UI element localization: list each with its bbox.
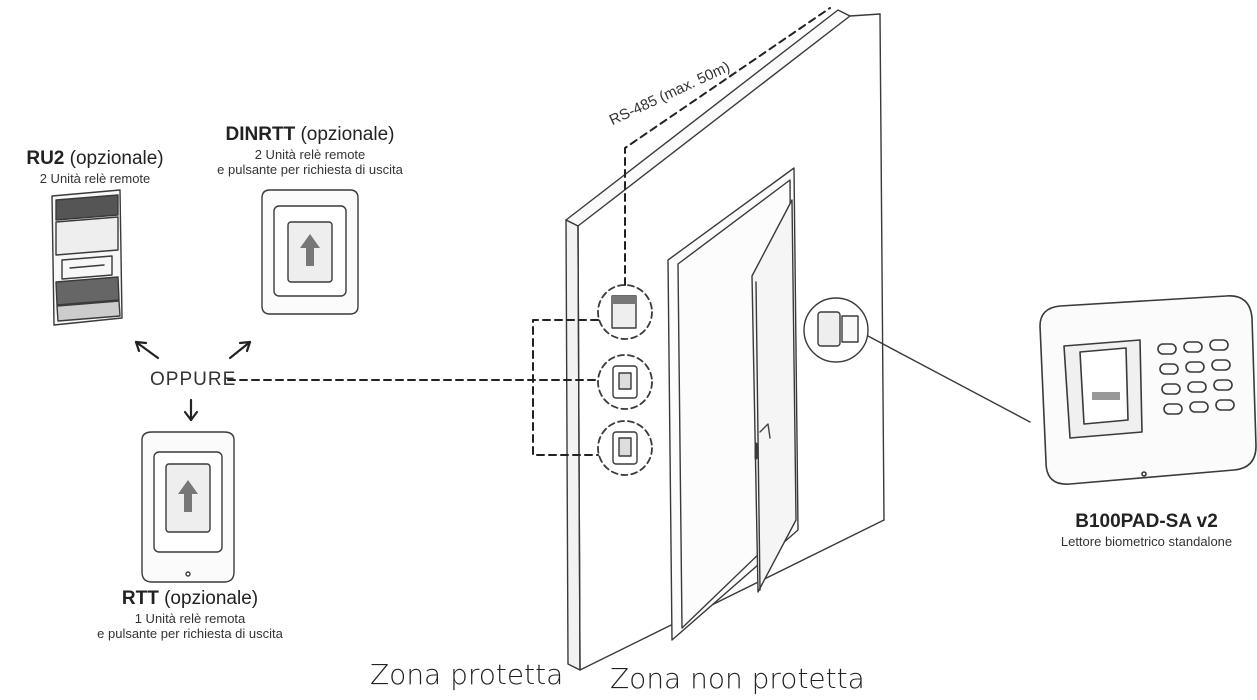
- rtt-description-line2: e pulsante per richiesta di uscita: [97, 626, 283, 642]
- dinrtt-label: DINRTT (opzionale) 2 Unità relè remote e…: [210, 124, 410, 178]
- zone-unprotected-label: Zona non protetta: [610, 662, 865, 695]
- zone-protected-label: Zona protetta: [370, 658, 564, 691]
- dinrtt-qualifier: (opzionale): [300, 124, 395, 145]
- rtt-name: RTT: [121, 588, 159, 609]
- dinrtt-name: DINRTT: [225, 124, 296, 145]
- rtt-device: [141, 431, 235, 583]
- keypad: [1157, 339, 1235, 415]
- ru2-label: RU2 (opzionale) 2 Unità relè remote: [20, 148, 170, 186]
- b100pad-description: Lettore biometrico standalone: [1060, 533, 1233, 549]
- door: [667, 167, 799, 641]
- b100pad-reader: [1039, 295, 1257, 485]
- dinrtt-description-line1: 2 Unità relè remote: [254, 146, 366, 162]
- b100pad-name: B100PAD-SA v2: [1075, 511, 1218, 532]
- rtt-label: RTT (opzionale) 1 Unità relè remota e pu…: [78, 588, 302, 642]
- wall-device-icons: [611, 295, 638, 465]
- ru2-name: RU2: [26, 148, 65, 169]
- rtt-description-line1: 1 Unità relè remota: [134, 610, 246, 626]
- oppure-label: OPPURE: [150, 369, 237, 390]
- oppure-arrows: [134, 340, 252, 422]
- wall: [565, 9, 885, 671]
- b100pad-label: B100PAD-SA v2 Lettore biometrico standal…: [1036, 511, 1257, 549]
- wall-reader-callout: [803, 297, 1031, 423]
- dinrtt-device: [261, 189, 359, 315]
- ru2-relay-module: [51, 189, 123, 326]
- ru2-description: 2 Unità relè remote: [39, 170, 151, 186]
- dashed-connections: [227, 7, 831, 456]
- ru2-qualifier: (opzionale): [69, 148, 164, 169]
- rtt-qualifier: (opzionale): [164, 588, 259, 609]
- dinrtt-description-line2: e pulsante per richiesta di uscita: [217, 162, 403, 178]
